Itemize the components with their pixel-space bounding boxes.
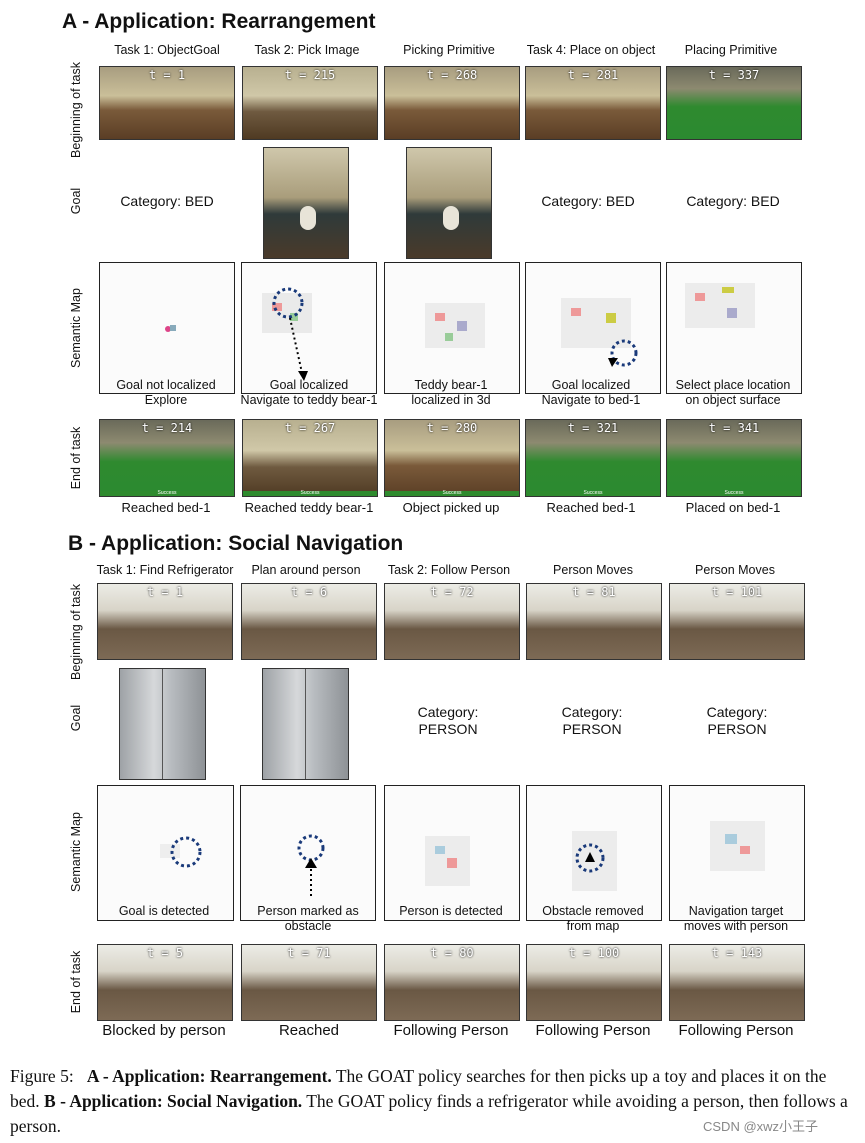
photo-a-begin-5: t = 337: [666, 66, 802, 140]
photo-b-end-3: t = 80: [384, 944, 520, 1021]
semantic-map-b1: [97, 785, 234, 921]
section-a-title: A - Application: Rearrangement: [62, 10, 376, 33]
goal-b5: Category:PERSON: [706, 704, 768, 737]
row-label-b-map: Semantic Map: [69, 812, 83, 892]
col-title-b2: Plan around person: [251, 563, 361, 577]
semantic-map-b4: [526, 785, 662, 921]
semantic-map-a4: [525, 262, 661, 394]
semantic-map-a2: [241, 262, 377, 394]
goal-b4: Category:PERSON: [561, 704, 623, 737]
goal-a2-teddy-image: [263, 147, 349, 259]
photo-b-end-1: t = 5: [97, 944, 233, 1021]
semantic-map-a5: [666, 262, 802, 394]
goal-a5: Category: BED: [686, 193, 780, 209]
map-caption-b1: Goal is detected: [118, 904, 210, 918]
end-caption-a3: Object picked up: [402, 500, 500, 515]
col-title-a1: Task 1: ObjectGoal: [114, 43, 220, 57]
goal-b2-refrigerator-image: [262, 668, 349, 780]
col-title-a5: Placing Primitive: [684, 43, 778, 57]
map-caption-b3: Person is detected: [399, 904, 503, 918]
goal-a1: Category: BED: [120, 193, 214, 209]
semantic-map-b2: [240, 785, 376, 921]
end-caption-a2: Reached teddy bear-1: [244, 500, 374, 515]
photo-b-begin-3: t = 72: [384, 583, 520, 660]
photo-b-end-4: t = 100: [526, 944, 662, 1021]
caption-a-text: The GOAT policy searches for then picks …: [10, 1066, 827, 1111]
end-caption-b2: Reached: [278, 1022, 340, 1039]
photo-a-begin-1: t = 1: [99, 66, 235, 140]
success-label: Success: [583, 490, 603, 496]
figure-bottom-mask: [0, 1040, 865, 1050]
photo-a-begin-2: t = 215: [242, 66, 378, 140]
col-title-a2: Task 2: Pick Image: [254, 43, 360, 57]
goal-a3-teddy-image: [406, 147, 492, 259]
photo-b-end-2: t = 71: [241, 944, 377, 1021]
end-caption-b3: Following Person: [393, 1022, 509, 1039]
success-label: Success: [442, 490, 462, 496]
goal-b1-refrigerator-image: [119, 668, 206, 780]
end-caption-a1: Reached bed-1: [121, 500, 211, 515]
col-title-a3: Picking Primitive: [403, 43, 495, 57]
semantic-map-b3: [384, 785, 520, 921]
goal-a4: Category: BED: [541, 193, 635, 209]
photo-b-begin-2: t = 6: [241, 583, 377, 660]
row-label-a-map: Semantic Map: [69, 288, 83, 368]
success-label: Success: [157, 490, 177, 496]
section-b-title: B - Application: Social Navigation: [68, 532, 404, 555]
caption-b-text: The GOAT policy finds a refrigerator whi…: [10, 1091, 848, 1136]
row-label-a-goal: Goal: [69, 187, 83, 215]
figure-caption: Figure 5: A - Application: Rearrangement…: [10, 1064, 860, 1139]
success-label: Success: [724, 490, 744, 496]
end-caption-a5: Placed on bed-1: [685, 500, 781, 515]
success-label: Success: [300, 490, 320, 496]
col-title-b1: Task 1: Find Refrigerator: [96, 563, 234, 577]
col-title-b5: Person Moves: [695, 563, 775, 577]
photo-b-begin-5: t = 101: [669, 583, 805, 660]
row-label-b-goal: Goal: [69, 704, 83, 732]
semantic-map-a3: [384, 262, 520, 394]
goal-b3: Category:PERSON: [417, 704, 479, 737]
row-label-b-end: End of task: [69, 950, 83, 1014]
col-title-b4: Person Moves: [553, 563, 633, 577]
end-caption-b4: Following Person: [535, 1022, 651, 1039]
semantic-map-b5: [669, 785, 805, 921]
row-label-a-end: End of task: [69, 426, 83, 490]
semantic-map-a1: [99, 262, 235, 394]
photo-b-end-5: t = 143: [669, 944, 805, 1021]
photo-a-begin-3: t = 268: [384, 66, 520, 140]
end-caption-b1: Blocked by person: [102, 1022, 226, 1039]
figure-label: Figure 5:: [10, 1066, 74, 1086]
caption-a-bold: A - Application: Rearrangement.: [86, 1066, 332, 1086]
photo-a-begin-4: t = 281: [525, 66, 661, 140]
photo-b-begin-4: t = 81: [526, 583, 662, 660]
col-title-a4: Task 4: Place on object: [526, 43, 656, 57]
end-caption-b5: Following Person: [678, 1022, 794, 1039]
col-title-b3: Task 2: Follow Person: [387, 563, 511, 577]
end-caption-a4: Reached bed-1: [546, 500, 636, 515]
caption-b-bold: B - Application: Social Navigation.: [44, 1091, 303, 1111]
photo-b-begin-1: t = 1: [97, 583, 233, 660]
watermark: CSDN @xwz小王子: [703, 1119, 819, 1134]
